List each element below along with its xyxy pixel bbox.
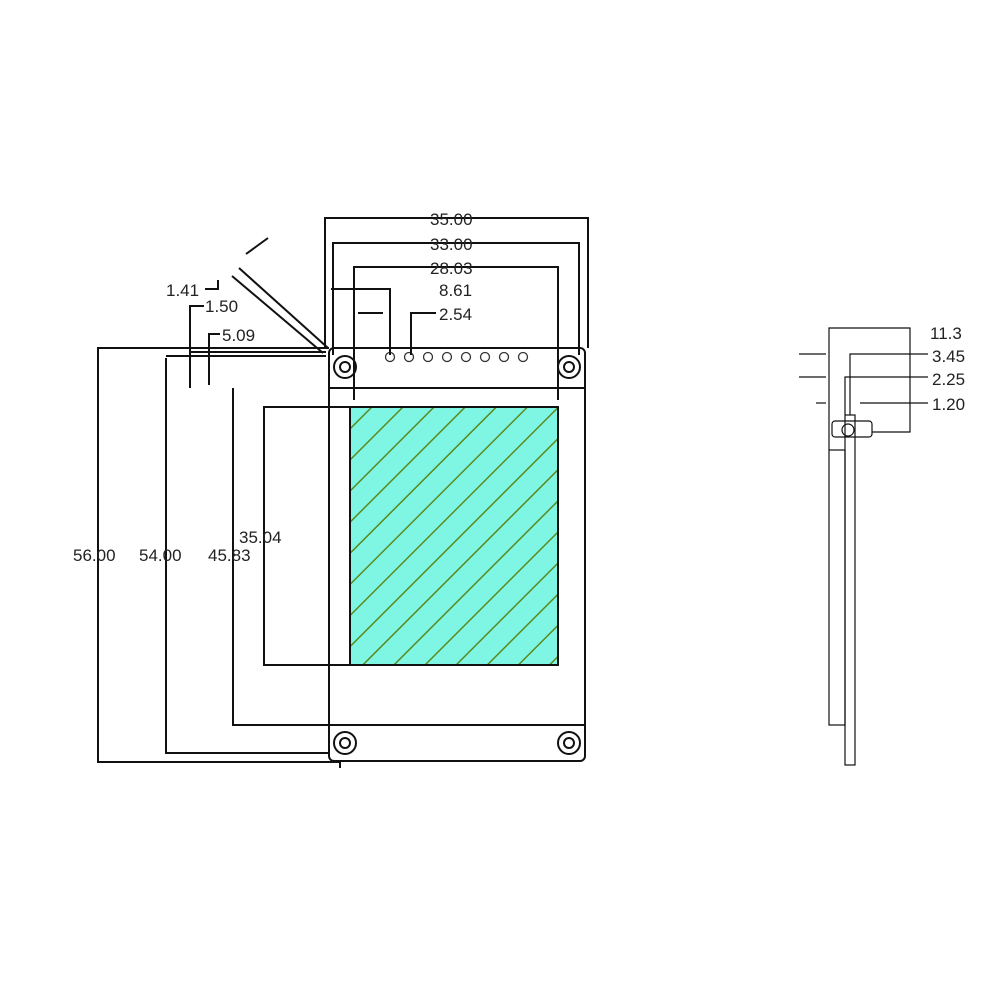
mounting-hole-icon	[557, 731, 581, 755]
display-outline-line	[263, 406, 558, 666]
front-view: 35.00 33.00 28.03 8.61 2.54 1.41 1.50 5.…	[73, 210, 589, 768]
dim-side-2-25: 2.25	[932, 370, 965, 389]
dim-width-2: 2.54	[439, 305, 472, 324]
display-active-area	[349, 406, 559, 666]
dim-side-11-3: 11.3	[930, 324, 962, 343]
dim-width-33: 33.00	[430, 235, 473, 254]
side-view: 11.3 3.45 2.25 1.20	[799, 324, 965, 766]
dim-height-56: 56.00	[73, 546, 116, 565]
height-dimension-lines	[97, 347, 341, 768]
side-dimension-lines	[799, 327, 928, 450]
mounting-hole-icon	[333, 731, 357, 755]
header-pin-icon	[517, 351, 529, 363]
offset-leader-lines	[166, 237, 329, 388]
dim-width-28: 28.03	[430, 259, 473, 278]
header-pin-icon	[498, 351, 510, 363]
dim-width-35: 35.00	[430, 210, 473, 229]
side-display	[828, 449, 846, 726]
dim-height-45: 45.83	[208, 546, 251, 565]
pcb-outline	[328, 347, 586, 762]
side-pin-icon	[831, 420, 873, 438]
dim-offset-1-41: 1.41	[166, 281, 199, 300]
header-pins	[384, 351, 529, 363]
side-board	[844, 414, 856, 766]
dim-offset-5-09: 5.09	[222, 326, 255, 345]
mounting-hole-icon	[333, 355, 357, 379]
width-dimension-lines	[324, 217, 589, 400]
dim-offset-1-50: 1.50	[205, 297, 238, 316]
header-pin-icon	[403, 351, 415, 363]
header-pin-icon	[422, 351, 434, 363]
header-pin-icon	[479, 351, 491, 363]
side-pin-head-icon	[841, 423, 855, 437]
dim-height-35: 35.04	[239, 528, 282, 547]
dim-side-1-20: 1.20	[932, 395, 965, 414]
dim-width-8: 8.61	[439, 281, 472, 300]
mounting-hole-icon	[557, 355, 581, 379]
header-pin-icon	[460, 351, 472, 363]
header-pin-icon	[441, 351, 453, 363]
dim-height-54: 54.00	[139, 546, 182, 565]
dim-side-3-45: 3.45	[932, 347, 965, 366]
